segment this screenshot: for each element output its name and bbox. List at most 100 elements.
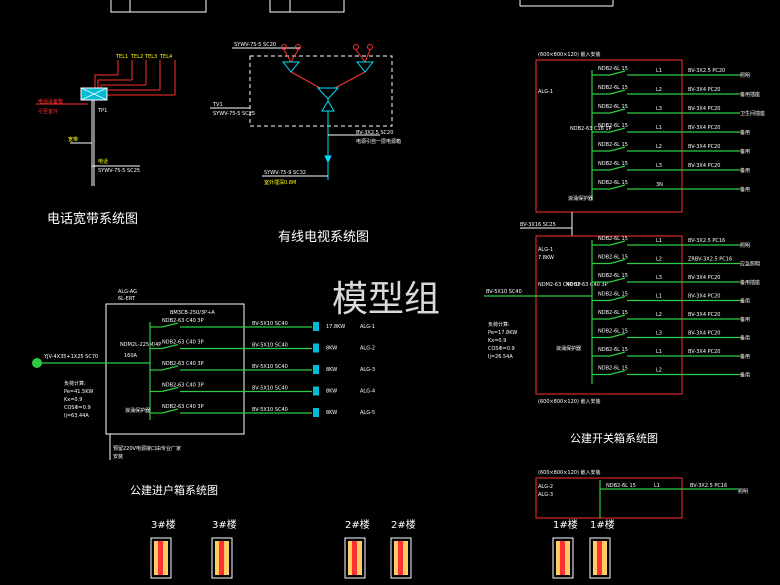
- switch-top-circuit-breaker: NDB2-6L 15: [598, 104, 628, 110]
- switch-mid-circuit-switch-icon: [609, 295, 626, 302]
- switch-mid-circuit-switch-icon: [609, 351, 626, 357]
- switch-mid-circuit-breaker: NDB2-6L 15: [598, 273, 628, 279]
- meter-circuit-power: 17.8KW: [326, 324, 345, 330]
- switch-mid-circuit-breaker: NDB2-6L 15: [598, 347, 628, 353]
- switch-top-circuit-switch-icon: [609, 108, 626, 114]
- switch-top-circuit-switch-icon: [609, 70, 626, 76]
- meter-circuit-switch-icon: [161, 365, 179, 371]
- meter-box-title: 公建进户箱系统图: [130, 484, 218, 497]
- switch-mid-circuit-use: 备用: [740, 335, 750, 342]
- switch-top-cable-in: BV-3X16 SC25: [520, 222, 556, 228]
- switch-top-circuit-phase: 3N: [656, 182, 663, 188]
- meter-circuit-dest: ALG-4: [360, 389, 375, 395]
- meter-circuit-cable: BV-5X10 SC40: [252, 386, 288, 392]
- meter-box-label2: 6L-ERT: [118, 296, 136, 302]
- switch-top-circuit-phase: L2: [656, 87, 662, 93]
- meter-circuit-dest: ALG-2: [360, 346, 375, 352]
- switch-mid-circuit-switch-icon: [609, 369, 626, 376]
- tv-label-5: 室外埋深0.8M: [264, 179, 296, 186]
- switch-top-circuit-cable: BV-3X4 PC20: [688, 87, 720, 93]
- switch-top-circuit-phase: L3: [656, 163, 662, 169]
- tv-splitter-right-icon: [355, 61, 375, 73]
- switch-top-size: (600×800×120) 嵌入安装: [538, 51, 601, 58]
- meter-icon: [313, 343, 319, 353]
- switch-top-circuit-breaker: NDB2-6L 15: [598, 180, 628, 186]
- switch-mid-size: (600×800×120) 嵌入安装: [538, 398, 601, 405]
- meter-circuit-dest: ALG-3: [360, 367, 375, 373]
- switch-top-spd: 浪涌保护器: [568, 195, 593, 202]
- meter-box-panel: BM3CB-250/3P+A: [170, 310, 215, 316]
- meter-circuit-dest: ALG-1: [360, 324, 375, 330]
- top-frame-right: [519, 0, 614, 7]
- meter-load-3: COSΦ=0.9: [64, 405, 91, 411]
- meter-circuit-breaker: NDB2-63 C40 3P: [162, 383, 204, 389]
- building-thumbnail-icon: [589, 537, 611, 579]
- meter-circuit-power: 8KW: [326, 346, 337, 352]
- switch-top-circuit-switch-icon: [609, 146, 626, 152]
- switch-top-label: ALG-1: [538, 89, 553, 95]
- tv-amplifier-icon: [321, 100, 335, 112]
- phone-top-label-1: TEL1: [115, 54, 128, 60]
- switch-mid-circuit-cable: BV-3X4 PC20: [688, 331, 720, 337]
- meter-circuit-cable: BV-5X10 SC40: [252, 343, 288, 349]
- meter-loads: 负荷计算: Pe=41.5KW Kx=0.9 COSΦ=0.9 Ij=63.44…: [64, 380, 93, 419]
- tv-cable-top: SYWV-75-5 SC20: [234, 42, 276, 48]
- meter-main-rating: 160A: [124, 353, 138, 359]
- switch-top-circuit-use: 备用: [740, 167, 750, 174]
- meter-box-label: ALG-AG: [118, 289, 137, 295]
- switch-top-circuit-breaker: NDB2-6L 15: [598, 161, 628, 167]
- switch-top-circuit-cable: BV-3X2.5 PC20: [688, 68, 725, 74]
- switch-mid-load-4: Ij=26.54A: [488, 354, 513, 360]
- switch-bottom-label2: ALG-3: [538, 492, 553, 498]
- tv-splitter-center-icon: [316, 87, 340, 100]
- meter-circuit-breaker: NDB2-63 C40 3P: [162, 318, 204, 324]
- switch-bottom-label: ALG-2: [538, 484, 553, 490]
- switch-mid-load-2: Kx=0.9: [488, 338, 506, 344]
- switch-top-circuit-phase: L2: [656, 144, 662, 150]
- switch-mid-circuit-phase: L2: [656, 368, 662, 374]
- switch-top-circuit-use: 备用: [740, 186, 750, 193]
- switch-mid-load-0: 负荷计算:: [488, 321, 510, 328]
- tv-label-4: SYWV-75-9 SC32: [264, 170, 306, 176]
- switch-top-circuit-switch-icon: [609, 165, 626, 171]
- top-frame-mid: [269, 0, 345, 13]
- switch-top-circuit-phase: L1: [656, 125, 662, 131]
- meter-load-4: Ij=63.44A: [64, 413, 89, 419]
- meter-note-2: 安装: [113, 453, 123, 460]
- switch-mid-cable-in: BV-5X10 SC40: [486, 289, 522, 295]
- switch-mid-spd: 浪涌保护器: [556, 345, 581, 352]
- switch-top-circuit-cable: BV-3X4 PC20: [688, 144, 720, 150]
- meter-load-1: Pe=41.5KW: [64, 389, 93, 395]
- switch-mid-circuit-breaker: NDB2-6L 15: [598, 310, 628, 316]
- switch-mid-circuit-breaker: NDB2-6L 15: [598, 255, 628, 261]
- meter-circuit-power: 8KW: [326, 410, 337, 416]
- switch-box-title: 公建开关箱系统图: [570, 432, 658, 445]
- switch-mid-circuit-switch-icon: [609, 240, 626, 246]
- switch-top-circuit-switch-icon: [609, 184, 626, 190]
- top-frame-left: [110, 0, 207, 13]
- meter-circuit-power: 8KW: [326, 367, 337, 373]
- switch-box-bottom: (600×800×120) 嵌入安装 ALG-2 ALG-3 NDB2-6L 1…: [535, 469, 748, 519]
- tv-label-2: SYWV-75-5 SC25: [213, 111, 255, 117]
- switch-mid-label: ALG-1: [538, 247, 553, 253]
- building-thumbnail-icon: [390, 537, 412, 579]
- meter-circuit-power: 8KW: [326, 389, 337, 395]
- floor-label: 1#楼: [553, 518, 578, 531]
- switch-mid-circuit-phase: L1: [656, 349, 662, 355]
- switch-top-circuit-use: 备用: [740, 129, 750, 136]
- phone-label-1: 电话设备箱: [38, 98, 63, 105]
- meter-circuit-switch-icon: [161, 322, 179, 328]
- phone-diagram: TEL1 TEL2 TEL3 TEL4 电话设备箱 引至室外 TP1 宽带 电话…: [36, 54, 176, 186]
- building-thumbnail-icon: [211, 537, 233, 579]
- building-riser: [597, 541, 602, 575]
- switch-top-circuit-switch-icon: [609, 89, 626, 95]
- switch-top-circuit-use: 照明: [740, 73, 750, 79]
- meter-note: 预留220V电源接口由专业厂家: [113, 445, 181, 452]
- meter-box-diagram: ALG-AG 6L-ERT BM3CB-250/3P+A YJV-4X35+1X…: [32, 289, 375, 460]
- switch-mid-circuit-cable: BV-3X4 PC20: [688, 275, 720, 281]
- tv-splitter-left-icon: [281, 61, 301, 73]
- phone-diagram-title: 电话宽带系统图: [47, 212, 139, 227]
- tv-label-1: TV1: [212, 102, 223, 108]
